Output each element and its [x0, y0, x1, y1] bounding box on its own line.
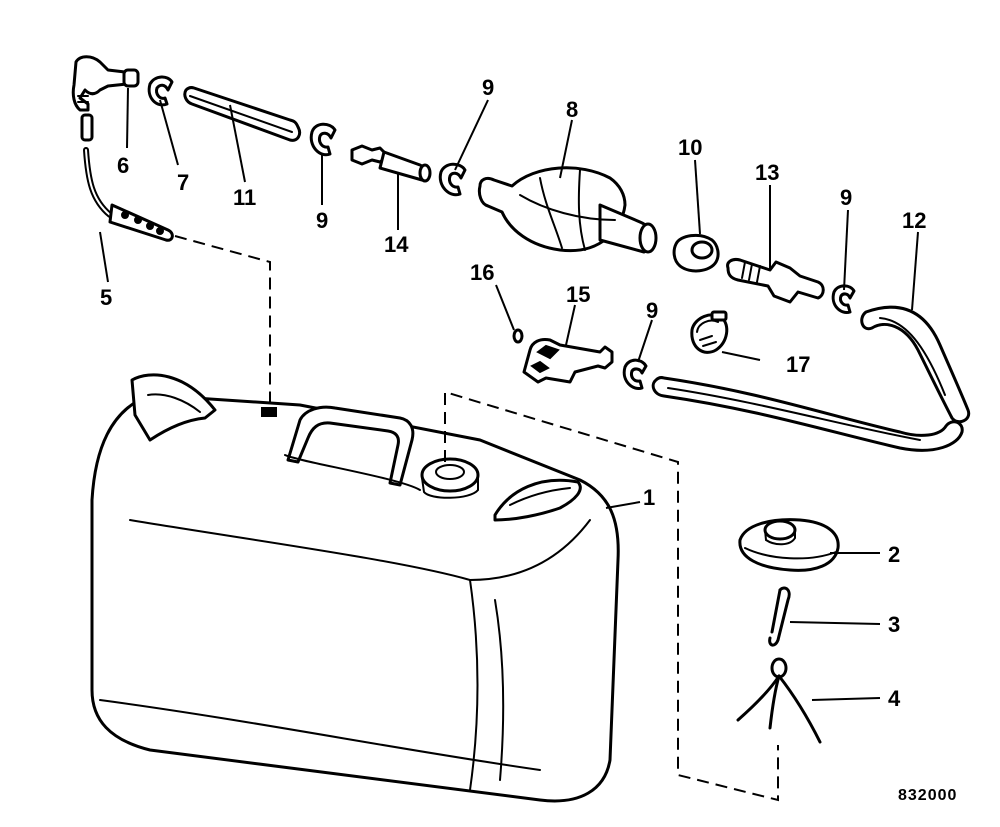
callout-9b: 9 [482, 75, 494, 100]
primer-bulb [477, 166, 658, 254]
callout-7: 7 [177, 170, 189, 195]
hose-clamp-9a [309, 122, 337, 157]
chain-hook [768, 586, 791, 647]
callout-1: 1 [643, 485, 655, 510]
callout-10: 10 [678, 135, 702, 160]
callout-2: 2 [888, 542, 900, 567]
hose-clamp-9d [622, 358, 648, 391]
callout-11: 11 [233, 185, 256, 210]
callout-15: 15 [566, 282, 590, 307]
fuel-tank [90, 373, 620, 803]
assembly-guide-lines [174, 235, 779, 802]
callout-5: 5 [100, 285, 112, 310]
collar-10 [672, 233, 720, 273]
callout-9d: 9 [646, 298, 658, 323]
callout-8: 8 [566, 97, 578, 122]
callout-16: 16 [470, 260, 494, 285]
callout-14: 14 [384, 232, 409, 257]
hose-connector-14 [350, 144, 432, 183]
chain-retainer [736, 657, 822, 744]
callout-6: 6 [117, 153, 129, 178]
connector-13 [726, 258, 825, 304]
callout-17: 17 [786, 352, 810, 377]
elbow-connector [71, 55, 140, 112]
hose-clamp-7 [147, 75, 174, 107]
o-ring-16 [512, 328, 524, 344]
callout-labels: 1 2 3 4 5 6 7 8 9 9 9 9 10 11 12 13 14 1… [100, 75, 926, 711]
leader-lines [99, 87, 919, 701]
callout-13: 13 [755, 160, 779, 185]
fuel-hose-lower [651, 376, 964, 452]
callout-4: 4 [888, 686, 901, 711]
fitting-15 [522, 338, 614, 384]
callout-9a: 9 [316, 208, 328, 233]
pickup-tube [80, 113, 174, 242]
callout-9c: 9 [840, 185, 852, 210]
hose-clamp-9c [831, 284, 856, 315]
fuel-hose-12 [860, 305, 971, 424]
spring-clamp-17 [690, 310, 729, 354]
filler-cap [738, 518, 840, 572]
figure-number: 832000 [898, 787, 957, 804]
callout-3: 3 [888, 612, 900, 637]
callout-12: 12 [902, 208, 926, 233]
fuel-hose-11 [183, 86, 302, 142]
hose-clamp-9b [438, 162, 467, 197]
